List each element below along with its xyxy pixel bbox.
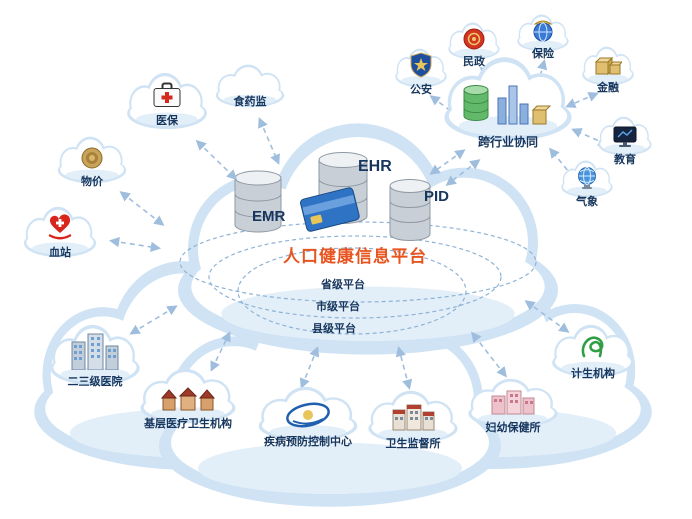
node-tier23-hospital: 二三级医院 — [48, 324, 142, 398]
node-label: 教育 — [614, 154, 636, 166]
node-label: 金融 — [597, 82, 619, 94]
node-label: 医保 — [156, 115, 178, 127]
node-meteorology: 气象 — [560, 160, 614, 212]
node-label: 血站 — [49, 247, 71, 259]
insurance-globe-icon — [532, 18, 554, 42]
village-clinics-icon — [161, 386, 215, 412]
node-mch-care: 妇幼保健所 — [466, 378, 560, 438]
node-label: 保险 — [532, 48, 554, 60]
supervision-buildings-icon — [390, 402, 436, 432]
node-primary-care: 基层医疗卫生机构 — [138, 368, 238, 434]
node-insurance: 保险 — [516, 14, 570, 66]
node-education: 教育 — [597, 116, 653, 172]
county-level-label: 县级平台 — [312, 323, 356, 335]
province-level-label: 省级平台 — [321, 279, 365, 291]
node-finance: 金融 — [581, 46, 635, 100]
health-card-icon — [300, 187, 360, 232]
node-label: 疾病预防控制中心 — [264, 436, 352, 448]
node-label: 公安 — [410, 84, 432, 96]
weather-globe-icon — [577, 166, 597, 190]
node-label: 基层医疗卫生机构 — [144, 418, 232, 430]
platform-level-rings — [179, 221, 537, 335]
emr-label: EMR — [252, 208, 286, 225]
family-planning-ribbon-icon — [578, 332, 608, 362]
node-label: 气象 — [576, 196, 598, 208]
node-civil-affairs: 民政 — [447, 22, 501, 72]
node-public-security: 公安 — [394, 48, 448, 100]
finance-gold-icon — [594, 52, 622, 76]
cdc-logo-icon — [285, 400, 331, 430]
hospital-buildings-icon — [70, 332, 120, 370]
mch-buildings-icon — [490, 388, 536, 416]
node-health-supervision: 卫生监督所 — [366, 390, 460, 454]
gold-badge-icon — [80, 146, 104, 170]
pid-label: PID — [424, 188, 450, 205]
central-databases-art — [234, 152, 431, 241]
node-label: 民政 — [463, 56, 485, 68]
city-level-label: 市级平台 — [316, 301, 360, 313]
node-medical-insurance: 医保 — [125, 72, 209, 136]
node-label: 食药监 — [233, 96, 267, 108]
platform-title: 人口健康信息平台 — [283, 247, 427, 266]
node-cross-industry: 跨行业协同 — [441, 56, 575, 156]
blood-donation-icon — [46, 214, 74, 241]
node-label: 卫生监督所 — [385, 438, 441, 450]
node-pricing: 物价 — [56, 136, 128, 194]
civil-affairs-emblem-icon — [463, 28, 485, 50]
node-cdc: 疾病预防控制中心 — [256, 386, 360, 454]
education-screen-icon — [613, 126, 637, 148]
cross-industry-label: 跨行业协同 — [477, 135, 538, 149]
node-food-drug-admin: 食药监 — [214, 64, 286, 118]
node-label: 物价 — [81, 176, 103, 188]
pid-database-icon — [389, 179, 431, 241]
emr-database-icon — [234, 170, 282, 233]
node-family-planning: 计生机构 — [550, 324, 636, 386]
node-label: 二三级医院 — [67, 376, 123, 388]
node-blood-station: 血站 — [22, 206, 98, 268]
medical-case-icon — [152, 82, 182, 109]
database-chart-icon — [458, 78, 558, 130]
police-badge-icon — [409, 52, 433, 78]
ehr-label: EHR — [358, 158, 392, 175]
node-label: 计生机构 — [571, 368, 615, 380]
node-label: 妇幼保健所 — [485, 422, 541, 434]
